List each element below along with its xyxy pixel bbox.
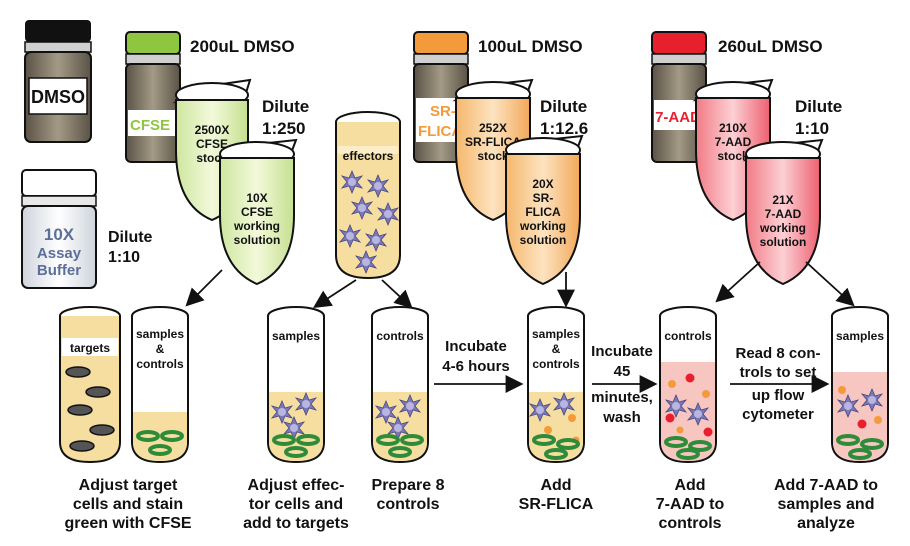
buffer-label-1: 10X (44, 225, 75, 244)
step2-a: Adjust effec- (248, 477, 345, 494)
buffer-ratio: 1:10 (108, 249, 140, 266)
step4-a: Add (540, 477, 571, 494)
samples-tube-1: samples (267, 306, 325, 464)
aad-stock-1: 210X (719, 121, 747, 135)
cfse-amount: 200uL DMSO (190, 37, 295, 56)
incubate-2-c: minutes, (591, 389, 653, 406)
effectors-label: effectors (343, 149, 394, 163)
step1-c: green with CFSE (64, 515, 191, 532)
srflica-dilute: Dilute (540, 97, 587, 116)
aad-label: 7-AAD (655, 109, 701, 126)
cfse-ratio: 1:250 (262, 119, 305, 138)
sc1-label-2: & (156, 342, 165, 356)
effectors-tube: effectors (335, 111, 401, 280)
aad-working-4: solution (760, 235, 807, 249)
controls-label-1: controls (376, 329, 424, 343)
sc2-label-1: samples (532, 327, 580, 341)
read-d: cytometer (742, 406, 814, 423)
cfse-label: CFSE (130, 117, 170, 134)
cfse-dilute: Dilute (262, 97, 309, 116)
srflica-stock-3: stock (477, 149, 509, 163)
step1-a: Adjust target (79, 477, 178, 494)
aad-working-1: 21X (772, 193, 793, 207)
srflica-stock-1: 252X (479, 121, 507, 135)
step3-b: controls (376, 496, 439, 513)
dmso-label: DMSO (31, 87, 85, 107)
srflica-working-3: FLICA (525, 205, 561, 219)
step5-b: 7-AAD to (656, 496, 725, 513)
step6-c: analyze (797, 515, 855, 532)
samples-controls-tube-2: samples & controls (527, 306, 585, 464)
aad-working-tube: 21X 7-AAD working solution (742, 138, 824, 286)
cfse-working-2: CFSE (241, 205, 273, 219)
controls-tube-1: controls (371, 306, 429, 464)
srflica-working-4: working (519, 219, 566, 233)
buffer-label-3: Buffer (37, 262, 81, 279)
aad-amount: 260uL DMSO (718, 37, 823, 56)
aad-stock-2: 7-AAD (715, 135, 752, 149)
aad-stock-3: stock (717, 149, 749, 163)
step1-b: cells and stain (73, 496, 183, 513)
aad-working-2: 7-AAD (765, 207, 802, 221)
cfse-working-tube: 10X CFSE working solution (216, 138, 298, 286)
sc2-label-3: controls (532, 357, 580, 371)
dmso-vial: DMSO (24, 20, 92, 143)
assay-buffer-vial: 10X Assay Buffer (21, 169, 97, 289)
samples-tube-2: samples (831, 306, 889, 464)
srflica-working-tube: 20X SR- FLICA working solution (502, 134, 584, 286)
srflica-working-1: 20X (532, 177, 553, 191)
cfse-vial: CFSE (125, 31, 181, 163)
cfse-stock-2: CFSE (196, 137, 228, 151)
buffer-dilute: Dilute (108, 229, 153, 246)
samples-label-2: samples (836, 329, 884, 343)
read-c: up flow (752, 387, 805, 404)
cfse-working-4: solution (234, 233, 281, 247)
sc1-label-1: samples (136, 327, 184, 341)
srflica-label-2: FLICA (418, 123, 462, 140)
cfse-stock-1: 2500X (195, 123, 230, 137)
aad-ratio: 1:10 (795, 119, 829, 138)
srflica-working-2: SR- (533, 191, 554, 205)
incubate-2-b: 45 (614, 363, 631, 380)
step6-a: Add 7-AAD to (774, 477, 878, 494)
cfse-working-1: 10X (246, 191, 267, 205)
step2-c: add to targets (243, 515, 349, 532)
read-b: trols to set (740, 364, 817, 381)
incubate-1-b: 4-6 hours (442, 358, 510, 375)
samples-label-1: samples (272, 329, 320, 343)
srflica-working-5: solution (520, 233, 567, 247)
srflica-ratio: 1:12.6 (540, 119, 588, 138)
aad-working-3: working (759, 221, 806, 235)
sc2-label-2: & (552, 342, 561, 356)
flow-arrows (185, 261, 855, 393)
controls-tube-2: controls (659, 306, 717, 464)
incubate-2-d: wash (602, 409, 641, 426)
srflica-label-1: SR- (430, 103, 456, 120)
targets-tube: targets (59, 306, 121, 464)
step5-c: controls (658, 515, 721, 532)
incubate-1-a: Incubate (445, 338, 507, 355)
samples-controls-tube-1: samples & controls (131, 306, 189, 464)
step2-b: tor cells and (249, 496, 343, 513)
targets-label: targets (70, 341, 110, 355)
aad-vial: 7-AAD (651, 31, 707, 163)
step6-b: samples and (778, 496, 875, 513)
srflica-amount: 100uL DMSO (478, 37, 583, 56)
step5-a: Add (674, 477, 705, 494)
read-a: Read 8 con- (735, 345, 820, 362)
step4-b: SR-FLICA (519, 496, 594, 513)
cfse-working-3: working (233, 219, 280, 233)
sc1-label-3: controls (136, 357, 184, 371)
aad-dilute: Dilute (795, 97, 842, 116)
buffer-label-2: Assay (37, 245, 82, 262)
incubate-2-a: Incubate (591, 343, 653, 360)
controls-label-2: controls (664, 329, 712, 343)
step3-a: Prepare 8 (372, 477, 445, 494)
